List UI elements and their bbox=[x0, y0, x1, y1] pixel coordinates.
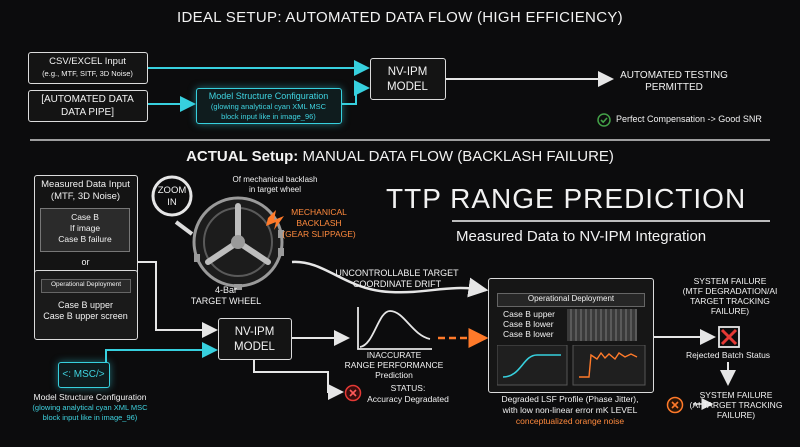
status-line1: STATUS: bbox=[390, 383, 426, 393]
data-pipe-box: [AUTOMATED DATA DATA PIPE] bbox=[28, 90, 148, 122]
actual-config-sub2: block input like in image_96) bbox=[42, 413, 138, 422]
zoom-line2: IN bbox=[167, 197, 177, 208]
mech-backlash-2: BACKLASH bbox=[296, 218, 342, 228]
actual-nvipm-model-box: NV-IPM MODEL bbox=[218, 318, 292, 360]
actual-model-line2: MODEL bbox=[234, 341, 275, 353]
deployment-title: Operational Deployment bbox=[527, 294, 615, 303]
target-wheel-label-1: 4-Bar bbox=[214, 285, 237, 295]
arrow-config-to-model bbox=[342, 80, 370, 105]
check-circle-icon bbox=[597, 113, 611, 127]
case-b-line2: If image bbox=[69, 223, 101, 233]
failure2-line2: (AI TARGET TRACKING bbox=[689, 400, 783, 410]
inaccurate-line1: INACCURATE bbox=[366, 350, 422, 360]
case-list-2: Case B lower bbox=[503, 319, 554, 329]
actual-model-line1: NV-IPM bbox=[234, 326, 275, 338]
or-label: or bbox=[81, 257, 90, 267]
csv-input-title: CSV/EXCEL Input bbox=[49, 56, 126, 67]
arrow-input-to-model bbox=[138, 261, 218, 338]
failure1-line2: (MTF DEGRADATION/AI bbox=[682, 286, 778, 296]
zoom-line1: ZOOM bbox=[157, 185, 187, 196]
actual-title-bold: ACTUAL Setup: bbox=[186, 148, 299, 165]
csv-input-sub: (e.g., MTF, SITF, 3D Noise) bbox=[42, 69, 133, 78]
drift-line1: UNCONTROLLABLE TARGET bbox=[335, 268, 459, 278]
data-pipe-line1: [AUTOMATED DATA bbox=[41, 94, 134, 105]
mech-backlash-3: (GEAR SLIPPAGE) bbox=[282, 229, 356, 239]
noise-strip bbox=[567, 309, 637, 341]
heading-rule bbox=[452, 220, 770, 222]
inaccurate-line2: RANGE PERFORMANCE bbox=[344, 360, 444, 370]
error-x-icon bbox=[344, 384, 362, 402]
backlash-caption-2: in target wheel bbox=[248, 185, 302, 194]
failure2-line1: SYSTEM FAILURE bbox=[699, 390, 773, 400]
rejected-batch-status: Rejected Batch Status bbox=[685, 350, 771, 360]
perfect-compensation-text: Perfect Compensation -> Good SNR bbox=[616, 114, 762, 124]
case-b-upper-line2: Case B upper screen bbox=[43, 311, 128, 321]
ideal-config-sub2: block input like in image_96) bbox=[221, 112, 316, 121]
case-b-line1: Case B bbox=[71, 212, 99, 222]
failure1-line1: SYSTEM FAILURE bbox=[693, 276, 767, 286]
drift-line2: COORDINATE DRIFT bbox=[352, 279, 442, 289]
small-deployment-header: Operational Deployment bbox=[41, 279, 131, 293]
lsf-caption-2: with low non-linear error mK LEVEL bbox=[502, 405, 638, 415]
arrow-model-to-status bbox=[253, 360, 344, 400]
operational-deployment-panel: Operational Deployment Case B upper Case… bbox=[488, 278, 654, 393]
small-deployment-label: Operational Deployment bbox=[50, 281, 122, 288]
status-line2: Accuracy Degradated bbox=[367, 394, 449, 404]
msc-tag-box: <: MSC/> bbox=[58, 362, 110, 388]
ideal-config-sub1: (glowing analytical cyan XML MSC bbox=[210, 102, 327, 111]
automated-testing-line2: PERMITTED bbox=[645, 82, 703, 93]
ideal-model-line2: MODEL bbox=[387, 81, 428, 93]
target-wheel-illustration bbox=[174, 196, 284, 290]
ideal-nvipm-model-box: NV-IPM MODEL bbox=[370, 58, 446, 100]
case-b-upper-panel: Operational Deployment Case B upper Case… bbox=[34, 270, 138, 340]
actual-title-rest: MANUAL DATA FLOW (BACKLASH FAILURE) bbox=[298, 148, 614, 165]
range-performance-curve bbox=[357, 307, 432, 350]
mech-backlash-1: MECHANICAL bbox=[291, 207, 347, 217]
lsf-orange-caption: conceptualized orange noise bbox=[515, 416, 625, 426]
ideal-model-line1: NV-IPM bbox=[387, 66, 428, 78]
failure1-line3: TARGET TRACKING bbox=[690, 296, 770, 306]
measured-input-title: Measured Data Input bbox=[41, 179, 130, 190]
target-wheel-label-2: TARGET WHEEL bbox=[190, 296, 262, 306]
automated-testing-line1: AUTOMATED TESTING bbox=[620, 70, 728, 81]
ideal-title: IDEAL SETUP: AUTOMATED DATA FLOW (HIGH E… bbox=[177, 9, 623, 26]
zoom-magnifier-icon bbox=[151, 175, 193, 217]
measured-input-sub: (MTF, 3D Noise) bbox=[50, 191, 121, 202]
ideal-config-title: Model Structure Configuration bbox=[208, 91, 329, 101]
actual-config-sub1: (glowing analytical cyan XML MSC bbox=[32, 403, 148, 412]
backlash-caption-1: Of mechanical backlash bbox=[232, 175, 318, 184]
msc-tag-label: <: MSC/> bbox=[62, 369, 105, 380]
data-pipe-line2: DATA PIPE] bbox=[61, 107, 114, 118]
deployment-header: Operational Deployment bbox=[497, 293, 645, 307]
failure1-line4: FAILURE) bbox=[710, 306, 750, 316]
ttp-heading: TTP RANGE PREDICTION bbox=[386, 183, 747, 214]
case-b-upper-line1: Case B upper bbox=[57, 300, 114, 310]
ideal-model-config-box: Model Structure Configuration (glowing a… bbox=[196, 88, 342, 124]
case-list-3: Case B lower bbox=[503, 329, 554, 339]
actual-title: ACTUAL Setup: MANUAL DATA FLOW (BACKLASH… bbox=[0, 149, 800, 165]
case-b-line3: Case B failure bbox=[58, 234, 112, 244]
inaccurate-line3: Prediction bbox=[375, 370, 413, 380]
rejected-x-icon bbox=[718, 326, 740, 348]
lsf-profile-plot bbox=[497, 345, 646, 386]
arrow-drift bbox=[291, 260, 489, 298]
case-list-1: Case B upper bbox=[503, 309, 555, 319]
failure2-line3: FAILURE) bbox=[716, 410, 756, 420]
case-b-image-tile: Case B If image Case B failure bbox=[40, 208, 130, 252]
failure-x-icon bbox=[666, 396, 684, 414]
lsf-caption-1: Degraded LSF Profile (Phase Jitter), bbox=[501, 394, 639, 404]
csv-input-box: CSV/EXCEL Input (e.g., MTF, SITF, 3D Noi… bbox=[28, 52, 148, 84]
ttp-subheading: Measured Data to NV-IPM Integration bbox=[456, 228, 707, 245]
actual-config-title: Model Structure Configuration bbox=[33, 392, 147, 402]
arrow-msc-to-model bbox=[105, 342, 218, 372]
